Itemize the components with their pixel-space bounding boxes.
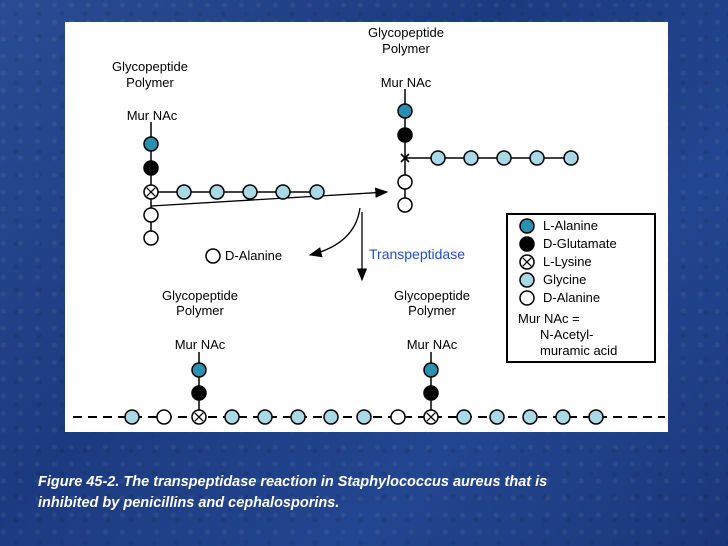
product-chain-4-glycine-icon (257, 409, 273, 425)
legend-note-line2: N-Acetyl- (540, 327, 593, 342)
product-chain-13-glycine-icon (555, 409, 571, 425)
murnac-left-bottom: Mur NAc (175, 337, 226, 352)
legend-label-l-alanine: L-Alanine (543, 218, 598, 233)
polymer-left-top-line1: Glycopeptide (112, 59, 188, 74)
bottom-right-stem-l-alanine-icon (423, 362, 439, 378)
caption-line2: inhibited by penicillins and cephalospor… (38, 495, 340, 511)
transpeptidase-diagram: Glycopeptide Polymer Mur NAc Glycopeptid… (73, 25, 665, 425)
right-stem-d-glutamate-icon (397, 127, 413, 143)
bottom-left-stem-l-alanine-icon (191, 362, 207, 378)
legend-label-glycine: Glycine (543, 272, 586, 287)
product-chain-8-d-alanine-icon (390, 409, 406, 425)
left-stem-d-glutamate-icon (143, 160, 159, 176)
legend-1-d-glutamate-icon (519, 236, 535, 252)
product-chain-14-glycine-icon (588, 409, 604, 425)
bottom-left-stem-d-glutamate-icon (191, 385, 207, 401)
polymer-left-bottom-line2: Polymer (176, 303, 224, 318)
figure-caption: Figure 45-2. The transpeptidase reaction… (38, 472, 698, 514)
right-bridge-4-glycine-icon (563, 150, 579, 166)
right-bridge-3-glycine-icon (529, 150, 545, 166)
polymer-right-top-line2: Polymer (382, 41, 430, 56)
polymer-left-top-line2: Polymer (126, 75, 174, 90)
right-bridge-0-glycine-icon (430, 150, 446, 166)
product-chain-5-glycine-icon (290, 409, 306, 425)
legend-0-l-alanine-icon (519, 218, 535, 234)
product-chain-7-glycine-icon (356, 409, 372, 425)
left-bridge-0-glycine-icon (176, 184, 192, 200)
murnac-right-top: Mur NAc (381, 75, 432, 90)
enzyme-label: Transpeptidase (369, 246, 465, 262)
residue-group (124, 103, 604, 425)
legend-2-lysine-cross-mark (522, 257, 532, 267)
left-stem-l-alanine-icon (143, 136, 159, 152)
legend-note-line1: Mur NAc = (518, 311, 580, 326)
product-chain-2-lysine-cross-mark (194, 412, 204, 422)
left-bridge-2-glycine-icon (242, 184, 258, 200)
product-chain-10-glycine-icon (456, 409, 472, 425)
product-chain-12-glycine-icon (522, 409, 538, 425)
legend-label-d-alanine: D-Alanine (543, 290, 600, 305)
legend-4-d-alanine-icon (519, 290, 535, 306)
product-chain-11-glycine-icon (489, 409, 505, 425)
right-stem-d-alanine-icon (397, 197, 413, 213)
bottom-right-stem-d-glutamate-icon (423, 385, 439, 401)
product-chain-6-glycine-icon (323, 409, 339, 425)
left-stem-lysine-cross-mark (146, 187, 156, 197)
arrow-crosslink (150, 187, 389, 207)
legend-label-d-glutamate: D-Glutamate (543, 236, 617, 251)
left-bridge-1-glycine-icon (209, 184, 225, 200)
diagram-panel: Glycopeptide Polymer Mur NAc Glycopeptid… (65, 22, 668, 432)
right-stem-d-alanine-icon (397, 174, 413, 190)
arrow-release-d-alanine (308, 207, 361, 258)
released-d-alanine-icon (205, 248, 221, 264)
product-chain-1-d-alanine-icon (156, 409, 172, 425)
right-stem-l-alanine-icon (397, 103, 413, 119)
left-stem-d-alanine-icon (143, 230, 159, 246)
left-bridge-3-glycine-icon (275, 184, 291, 200)
murnac-right-bottom: Mur NAc (407, 337, 458, 352)
product-chain-3-glycine-icon (224, 409, 240, 425)
polymer-right-bottom-line2: Polymer (408, 303, 456, 318)
polymer-left-bottom-line1: Glycopeptide (162, 288, 238, 303)
legend-3-glycine-icon (519, 272, 535, 288)
right-stem-junction-mark (400, 153, 410, 163)
product-chain-0-glycine-icon (124, 409, 140, 425)
legend-note-line3: muramic acid (540, 343, 617, 358)
right-bridge-1-glycine-icon (463, 150, 479, 166)
polymer-right-top-line1: Glycopeptide (368, 25, 444, 40)
polymer-right-bottom-line1: Glycopeptide (394, 288, 470, 303)
murnac-left-top: Mur NAc (127, 108, 178, 123)
caption-line1: Figure 45-2. The transpeptidase reaction… (38, 474, 548, 490)
legend-label-l-lysine: L-Lysine (543, 254, 592, 269)
right-bridge-2-glycine-icon (496, 150, 512, 166)
released-d-alanine-label: D-Alanine (225, 248, 282, 263)
left-bridge-4-glycine-icon (309, 184, 325, 200)
product-chain-9-lysine-cross-mark (426, 412, 436, 422)
left-stem-d-alanine-icon (143, 207, 159, 223)
